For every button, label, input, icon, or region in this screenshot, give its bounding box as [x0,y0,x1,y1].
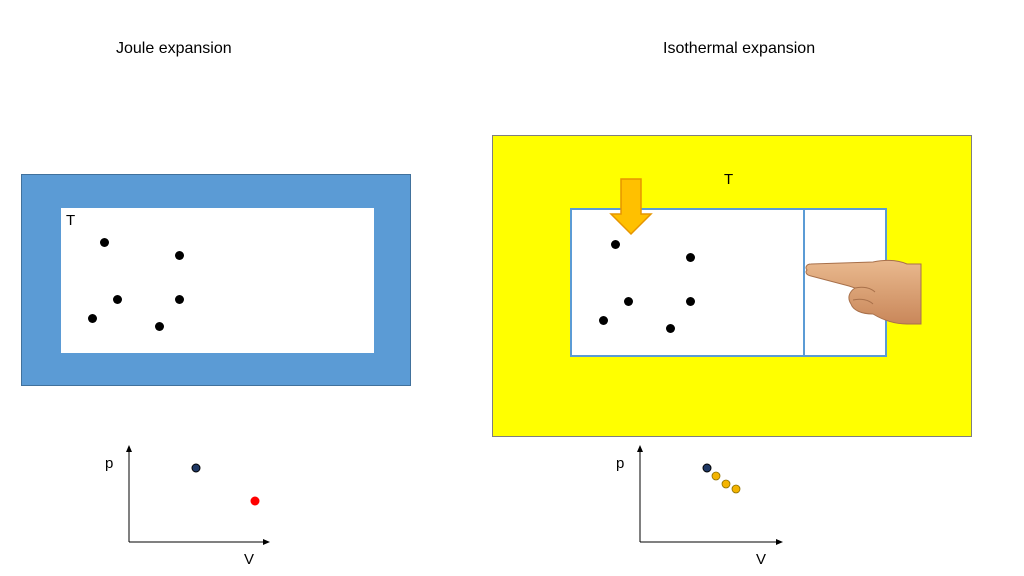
joule-gas-chamber [61,208,374,353]
joule-final-state-point [250,496,260,506]
iso-path-point [721,479,731,489]
joule-gas-particle [100,238,109,247]
joule-gas-particle [175,251,184,260]
iso-v-axis-label: V [756,551,767,568]
joule-gas-particle [113,295,122,304]
joule-v-axis-label: V [244,551,255,568]
piston[interactable] [803,208,805,357]
joule-temperature-label: T [66,212,76,229]
iso-gas-particle [624,297,633,306]
iso-temperature-label: T [724,171,734,188]
iso-p-axis-label: p [616,455,625,472]
pointing-hand-icon [805,259,922,325]
joule-title: Joule expansion [116,40,232,57]
iso-gas-particle [611,240,620,249]
joule-gas-particle [88,314,97,323]
heat-flow-down-arrow-icon [609,178,653,236]
isothermal-title: Isothermal expansion [663,40,816,57]
iso-pv-diagram [637,445,783,545]
joule-gas-particle [155,322,164,331]
joule-pv-diagram [126,445,270,545]
iso-gas-particle [599,316,608,325]
iso-gas-particle [686,297,695,306]
joule-initial-state-point [191,463,201,473]
iso-path-point [711,471,721,481]
joule-p-axis-label: p [105,455,114,472]
iso-gas-particle [666,324,675,333]
joule-gas-particle [175,295,184,304]
iso-path-point [731,484,741,494]
iso-gas-particle [686,253,695,262]
iso-initial-state-point [702,463,712,473]
